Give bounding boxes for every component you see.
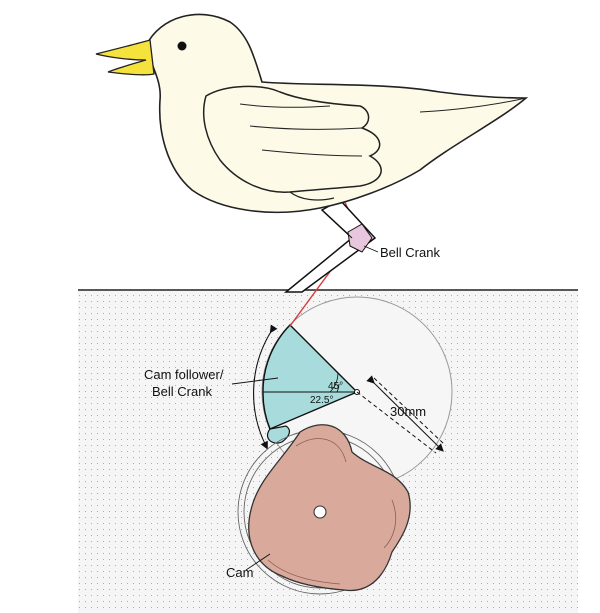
- bell-crank-pivot-block: [347, 223, 373, 253]
- cam-leader: [245, 553, 271, 571]
- cam: [237, 424, 411, 595]
- bell-crank-leader: [363, 245, 379, 253]
- cam-axle-hole: [313, 505, 327, 519]
- radius-label: 30mm: [390, 404, 426, 419]
- cam-follower-label-line2: Bell Crank: [152, 384, 212, 399]
- cam-follower-label-line1: Cam follower/: [144, 367, 224, 382]
- beak: [95, 39, 155, 76]
- cam-follower-leader: [231, 377, 279, 385]
- angle-22-5-label: 22.5°: [310, 395, 333, 406]
- bird-eye: [177, 41, 187, 51]
- angle-45-label: 45°: [328, 381, 343, 392]
- cam-label: Cam: [226, 565, 253, 580]
- bird-figure: [95, 13, 529, 214]
- bell-crank-label: Bell Crank: [380, 245, 440, 260]
- radius-dimension: [356, 375, 445, 454]
- swing-arrow: [253, 324, 278, 450]
- bird-legs: [283, 199, 377, 293]
